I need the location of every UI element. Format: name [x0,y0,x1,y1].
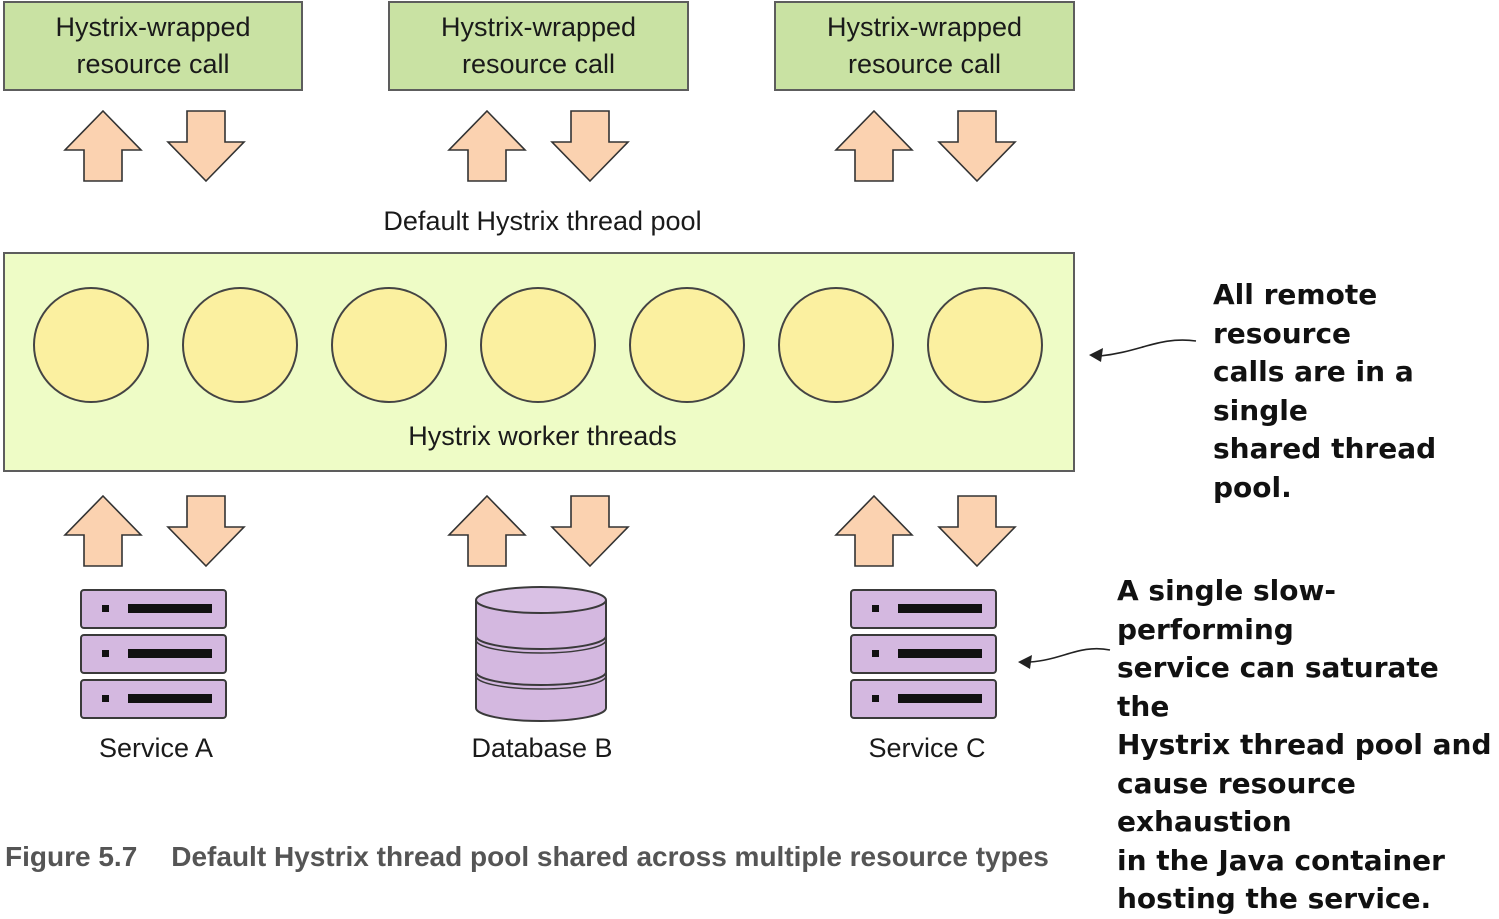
up-arrow-icon [448,495,526,567]
server-stack-icon [80,589,227,719]
worker-thread [927,287,1043,403]
figure-number: Figure 5.7 [5,841,138,872]
annotation-slow-service: A single slow-performing service can sat… [1117,574,1492,915]
resource-call-label-1: Hystrix-wrapped resource call [55,12,251,79]
worker-thread [629,287,745,403]
up-arrow-icon [64,495,142,567]
resource-call-label-3: Hystrix-wrapped resource call [826,12,1023,79]
down-arrow-icon [167,495,245,567]
resource-call-label-2: Hystrix-wrapped resource call [440,12,637,79]
worker-thread [480,287,596,403]
resource-call-box-1: Hystrix-wrapped resource call [3,1,303,91]
database-icon [475,586,607,722]
figure-caption-text: Default Hystrix thread pool shared acros… [171,841,1049,872]
figure-caption: Figure 5.7 Default Hystrix thread pool sh… [5,841,1049,873]
worker-thread [33,287,149,403]
annotation-shared-pool: All remote resource calls are in a singl… [1213,278,1437,504]
up-arrow-icon [835,110,913,182]
up-arrow-icon [448,110,526,182]
up-arrow-icon [64,110,142,182]
annotation-pointer-2 [1018,647,1111,669]
down-arrow-icon [551,495,629,567]
worker-thread [778,287,894,403]
worker-thread [331,287,447,403]
pool-label: Hystrix worker threads [408,421,677,451]
down-arrow-icon [551,110,629,182]
down-arrow-icon [938,110,1016,182]
resource-label-service-a: Service A [98,733,214,763]
worker-thread [182,287,298,403]
server-stack-icon [850,589,997,719]
down-arrow-icon [938,495,1016,567]
up-arrow-icon [835,495,913,567]
resource-label-service-c: Service C [868,733,986,763]
diagram-graphics [64,110,1197,722]
pool-title: Default Hystrix thread pool [383,206,702,236]
down-arrow-icon [167,110,245,182]
resource-call-box-3: Hystrix-wrapped resource call [774,1,1075,91]
resource-label-database-b: Database B [471,733,613,763]
resource-call-box-2: Hystrix-wrapped resource call [388,1,689,91]
annotation-pointer-1 [1089,339,1197,362]
